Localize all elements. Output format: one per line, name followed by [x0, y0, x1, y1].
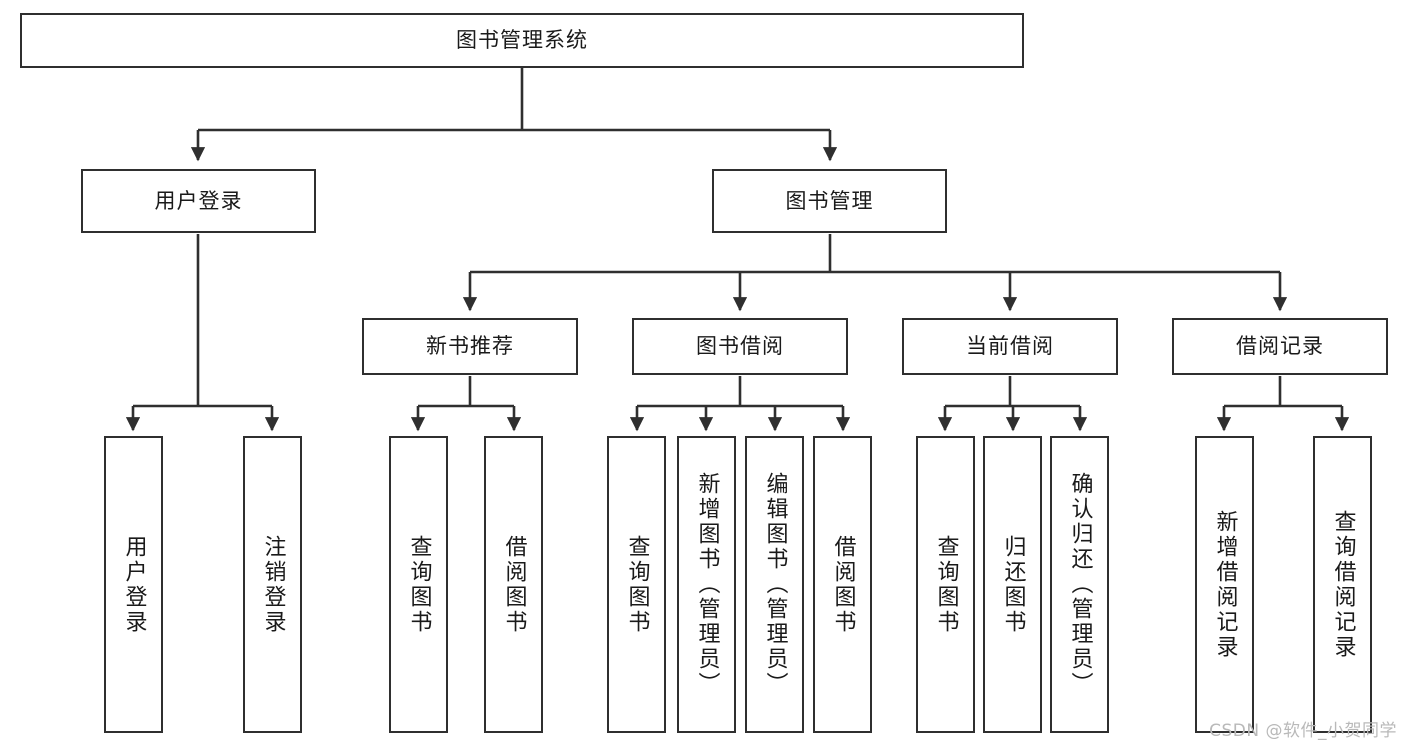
- leaf-return-book[interactable]: 归还图书: [983, 436, 1042, 733]
- node-label: 新增图书（管理员）: [694, 472, 720, 697]
- node-label: 用户登录: [154, 188, 243, 213]
- leaf-query-book-recommend[interactable]: 查询图书: [389, 436, 448, 733]
- node-book-management[interactable]: 图书管理: [712, 169, 947, 233]
- node-label: 当前借阅: [966, 334, 1054, 359]
- leaf-query-book-borrow[interactable]: 查询图书: [607, 436, 666, 733]
- node-book-borrow[interactable]: 图书借阅: [632, 318, 848, 375]
- node-label: 新增借阅记录: [1212, 509, 1238, 660]
- leaf-borrow-book-recommend[interactable]: 借阅图书: [484, 436, 543, 733]
- node-borrow-record[interactable]: 借阅记录: [1172, 318, 1388, 375]
- node-label: 图书管理: [785, 188, 874, 213]
- node-label: 查询图书: [933, 534, 959, 635]
- node-label: 归还图书: [1000, 534, 1026, 635]
- leaf-borrow-book[interactable]: 借阅图书: [813, 436, 872, 733]
- leaf-logout-login[interactable]: 注销登录: [243, 436, 302, 733]
- node-label: 注销登录: [260, 534, 286, 635]
- leaf-confirm-return-admin[interactable]: 确认归还（管理员）: [1050, 436, 1109, 733]
- watermark-text: CSDN @软件_小贺同学: [1209, 721, 1397, 741]
- leaf-add-book-admin[interactable]: 新增图书（管理员）: [677, 436, 736, 733]
- node-label: 借阅图书: [830, 534, 856, 635]
- node-label: 图书管理系统: [456, 28, 588, 53]
- leaf-query-borrow-record[interactable]: 查询借阅记录: [1313, 436, 1372, 733]
- node-label: 借阅图书: [501, 534, 527, 635]
- node-label: 用户登录: [121, 534, 147, 635]
- node-label: 图书借阅: [696, 334, 784, 359]
- node-label: 新书推荐: [426, 334, 514, 359]
- node-label: 编辑图书（管理员）: [762, 472, 788, 697]
- node-label: 查询借阅记录: [1330, 509, 1356, 660]
- leaf-query-book-current[interactable]: 查询图书: [916, 436, 975, 733]
- node-root-system[interactable]: 图书管理系统: [20, 13, 1024, 68]
- leaf-add-borrow-record[interactable]: 新增借阅记录: [1195, 436, 1254, 733]
- node-label: 确认归还（管理员）: [1067, 472, 1093, 697]
- node-label: 查询图书: [624, 534, 650, 635]
- node-current-borrow[interactable]: 当前借阅: [902, 318, 1118, 375]
- node-user-login[interactable]: 用户登录: [81, 169, 316, 233]
- leaf-user-login[interactable]: 用户登录: [104, 436, 163, 733]
- node-label: 查询图书: [406, 534, 432, 635]
- leaf-edit-book-admin[interactable]: 编辑图书（管理员）: [745, 436, 804, 733]
- node-new-book-recommend[interactable]: 新书推荐: [362, 318, 578, 375]
- node-label: 借阅记录: [1236, 334, 1324, 359]
